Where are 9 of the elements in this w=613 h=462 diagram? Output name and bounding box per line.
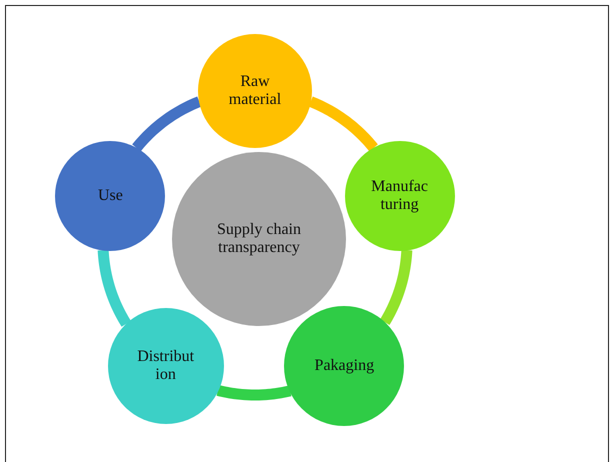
connector-arc (308, 96, 378, 152)
node-label: Pakaging (314, 356, 374, 376)
node-label: Manufac turing (370, 178, 429, 214)
node-label: Supply chain transparency (216, 220, 302, 258)
node-label: Use (98, 186, 123, 206)
node-label: Distribut ion (136, 348, 196, 384)
connector-arc (132, 96, 202, 152)
connector-arc (214, 385, 294, 400)
node-label: Raw material (228, 72, 282, 110)
